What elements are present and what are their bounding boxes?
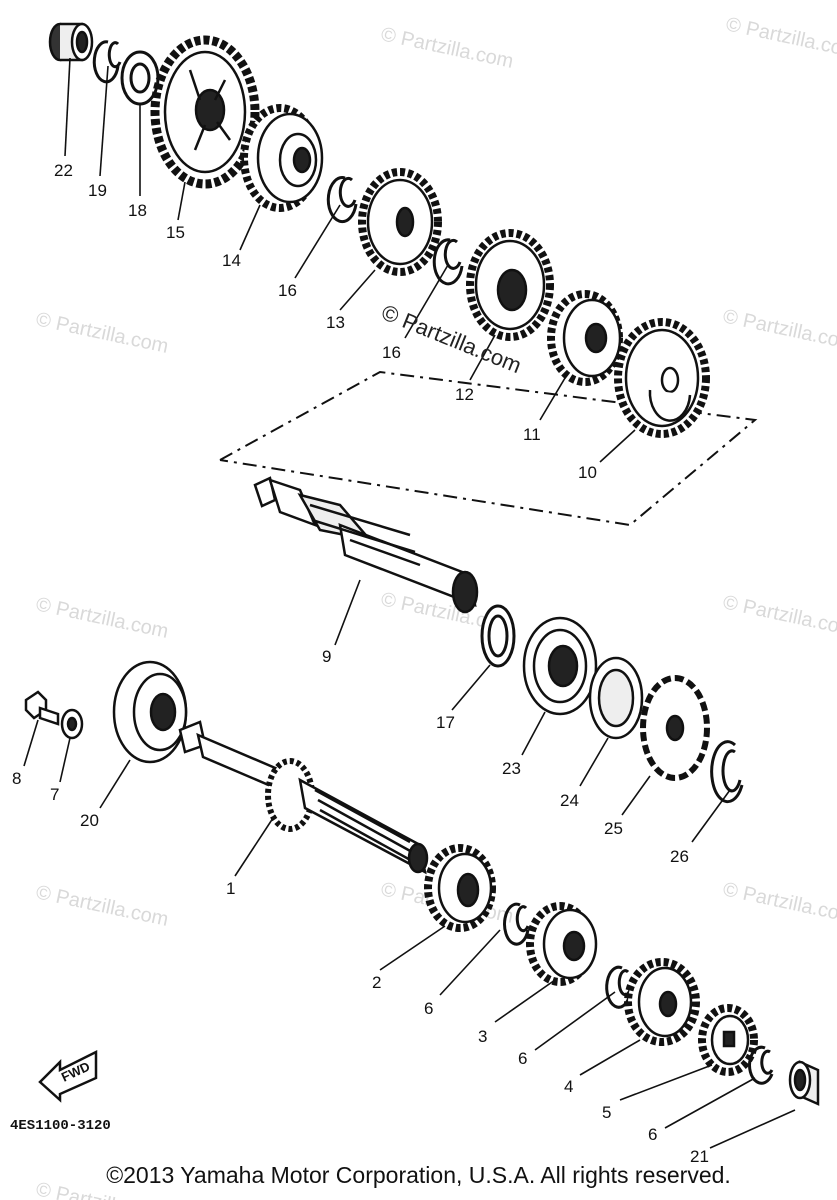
part-12-gear xyxy=(466,229,554,341)
part-6-circlip xyxy=(503,902,530,946)
callout-8: 8 xyxy=(12,769,21,788)
callout-3: 3 xyxy=(478,1027,487,1046)
part-13-gear xyxy=(358,168,442,276)
callout-15: 15 xyxy=(166,223,185,242)
callout-26: 26 xyxy=(670,847,689,866)
diagram-code: 4ES1100-3120 xyxy=(10,1118,111,1134)
watermark-text: © Partzilla.com xyxy=(34,593,170,643)
callout-19: 19 xyxy=(88,181,107,200)
callout-7: 7 xyxy=(50,785,59,804)
callout-24: 24 xyxy=(560,791,579,810)
part-16-circlip xyxy=(326,176,358,224)
watermark-text: © Partzilla.com xyxy=(721,591,837,641)
watermark-text: © Partzilla.com xyxy=(721,878,837,928)
part-16-circlip xyxy=(432,238,464,286)
part-1-shaft xyxy=(178,720,429,875)
fwd-arrow-icon: FWD xyxy=(38,1049,98,1103)
callout-22: 22 xyxy=(54,161,73,180)
part-3-gear xyxy=(526,902,598,986)
copyright-notice: ©2013 Yamaha Motor Corporation, U.S.A. A… xyxy=(106,1162,731,1188)
part-17-washer xyxy=(480,604,516,668)
part-5-gear xyxy=(698,1004,758,1076)
part-6-circlip xyxy=(748,1045,774,1085)
part-4-gear xyxy=(624,958,700,1046)
callout-6: 6 xyxy=(518,1049,527,1068)
callout-18: 18 xyxy=(128,201,147,220)
callouts: 22 19 18 15 14 16 13 16 12 11 10 9 17 23… xyxy=(12,161,709,1166)
callout-16: 16 xyxy=(382,343,401,362)
part-24-oil-seal xyxy=(588,656,644,740)
callout-23: 23 xyxy=(502,759,521,778)
callout-17: 17 xyxy=(436,713,455,732)
part-7-washer xyxy=(60,708,84,740)
callout-11: 11 xyxy=(523,425,541,444)
callout-25: 25 xyxy=(604,819,623,838)
part-8-bolt xyxy=(24,690,60,726)
part-26-circlip xyxy=(710,740,744,804)
part-20-bearing xyxy=(112,660,188,764)
part-18-washer xyxy=(120,50,160,106)
callout-20: 20 xyxy=(80,811,99,830)
part-15-gear xyxy=(150,35,260,189)
part-19-circlip xyxy=(92,40,122,84)
callout-1: 1 xyxy=(226,879,235,898)
callout-6: 6 xyxy=(424,999,433,1018)
part-22-bearing xyxy=(48,22,94,62)
callout-12: 12 xyxy=(455,385,474,404)
part-9-shaft xyxy=(253,476,479,614)
part-25-sprocket xyxy=(640,675,710,781)
part-10-gear xyxy=(614,318,710,438)
part-14-gear xyxy=(240,104,324,212)
watermark-text: © Partzilla.com xyxy=(34,881,170,931)
watermark-text: © Partzilla.com xyxy=(724,13,837,63)
assembly-bracket xyxy=(219,370,758,527)
watermark-text: © Partzilla.com xyxy=(721,305,837,355)
callout-13: 13 xyxy=(326,313,345,332)
leader-lines xyxy=(23,57,796,1149)
callout-21: 21 xyxy=(690,1147,709,1166)
watermark-text: © Partzilla.com xyxy=(34,308,170,358)
callout-16: 16 xyxy=(278,281,297,300)
callout-4: 4 xyxy=(564,1077,573,1096)
part-11-gear xyxy=(547,290,623,386)
callout-5: 5 xyxy=(602,1103,611,1122)
callout-6: 6 xyxy=(648,1125,657,1144)
part-23-bearing xyxy=(522,616,598,716)
part-2-gear xyxy=(424,844,496,932)
watermark-text: © Partzilla.com xyxy=(379,23,515,73)
callout-9: 9 xyxy=(322,647,331,666)
callout-10: 10 xyxy=(578,463,597,482)
part-21-bushing xyxy=(788,1060,820,1106)
callout-2: 2 xyxy=(372,973,381,992)
callout-14: 14 xyxy=(222,251,241,270)
